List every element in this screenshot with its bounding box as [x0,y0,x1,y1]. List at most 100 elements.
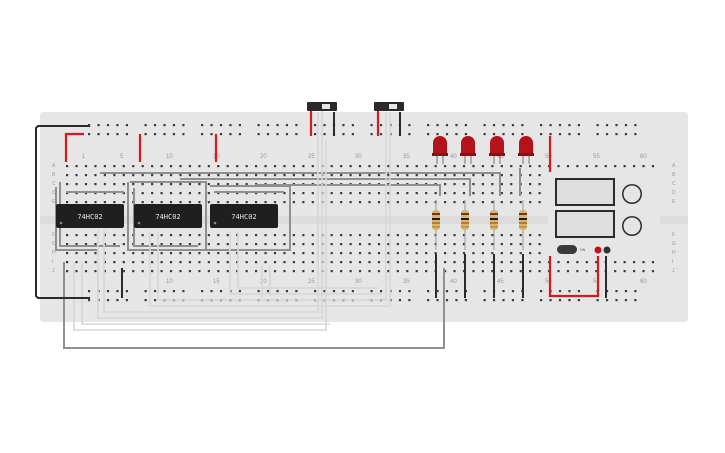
hole[interactable] [311,270,314,273]
hole[interactable] [103,192,106,195]
hole[interactable] [88,299,91,302]
hole[interactable] [415,243,418,246]
hole[interactable] [84,192,88,195]
hole[interactable] [519,165,522,168]
hole[interactable] [444,243,447,246]
hole[interactable] [511,290,515,293]
hole[interactable] [255,252,258,255]
hole[interactable] [455,124,458,127]
hole[interactable] [266,290,270,293]
hole[interactable] [311,243,314,246]
hole[interactable] [226,252,229,255]
hole[interactable] [94,201,97,204]
hole[interactable] [500,192,503,195]
hole[interactable] [444,270,447,273]
hole[interactable] [408,299,411,302]
hole[interactable] [406,174,409,177]
hole[interactable] [283,174,286,177]
hole[interactable] [415,270,418,273]
hole[interactable] [605,124,609,127]
hole[interactable] [500,201,503,204]
hole[interactable] [491,174,494,177]
hole[interactable] [557,270,560,273]
hole[interactable] [283,252,286,255]
hole[interactable] [387,192,390,195]
hole[interactable] [84,261,88,264]
hole[interactable] [66,252,69,255]
hole[interactable] [94,165,97,168]
hole[interactable] [358,252,362,255]
led-4[interactable] [518,136,534,164]
hole[interactable] [549,299,552,302]
hole[interactable] [377,270,381,273]
hole[interactable] [453,270,456,273]
hole[interactable] [614,261,617,264]
hole[interactable] [302,234,305,237]
hole[interactable] [491,270,494,273]
hole[interactable] [169,252,173,255]
hole[interactable] [624,133,628,136]
hole[interactable] [311,174,314,177]
hole[interactable] [472,165,475,168]
hole[interactable] [464,133,467,136]
hole[interactable] [549,124,552,127]
hole[interactable] [103,183,106,186]
hole[interactable] [103,234,106,237]
hole[interactable] [84,270,88,273]
hole[interactable] [97,133,100,136]
hole[interactable] [511,124,515,127]
hole[interactable] [245,261,248,264]
hole[interactable] [462,183,466,186]
hole[interactable] [179,201,182,204]
hole[interactable] [273,174,277,177]
hole[interactable] [519,252,522,255]
hole[interactable] [511,133,515,136]
hole[interactable] [153,133,157,136]
hole[interactable] [292,252,295,255]
hole[interactable] [538,252,541,255]
hole[interactable] [368,174,371,177]
hole[interactable] [151,252,154,255]
hole[interactable] [116,290,119,293]
hole[interactable] [615,299,618,302]
hole[interactable] [370,290,373,293]
hole[interactable] [314,133,317,136]
hole[interactable] [444,174,447,177]
hole[interactable] [330,174,333,177]
hole[interactable] [295,124,298,127]
hole[interactable] [434,165,437,168]
hole[interactable] [491,183,494,186]
hole[interactable] [236,192,239,195]
hole[interactable] [634,290,637,293]
hole[interactable] [492,124,496,127]
hole[interactable] [529,201,532,204]
hole[interactable] [425,243,428,246]
hole[interactable] [549,133,552,136]
hole[interactable] [377,174,381,177]
hole[interactable] [444,165,447,168]
hole[interactable] [151,270,154,273]
hole[interactable] [462,192,466,195]
hole[interactable] [198,201,201,204]
hole[interactable] [455,290,458,293]
hole[interactable] [511,299,515,302]
hole[interactable] [434,192,437,195]
hole[interactable] [122,261,125,264]
hole[interactable] [387,270,390,273]
hole[interactable] [377,201,381,204]
hole[interactable] [330,270,333,273]
hole[interactable] [273,165,277,168]
hole[interactable] [415,261,418,264]
hole[interactable] [340,192,343,195]
hole[interactable] [188,252,192,255]
hole[interactable] [445,299,449,302]
hole[interactable] [207,165,210,168]
hole[interactable] [323,133,326,136]
hole[interactable] [396,192,399,195]
hole[interactable] [132,165,135,168]
hole[interactable] [217,243,220,246]
hole[interactable] [349,270,352,273]
hole[interactable] [538,270,541,273]
hole[interactable] [529,165,532,168]
hole[interactable] [97,124,100,127]
